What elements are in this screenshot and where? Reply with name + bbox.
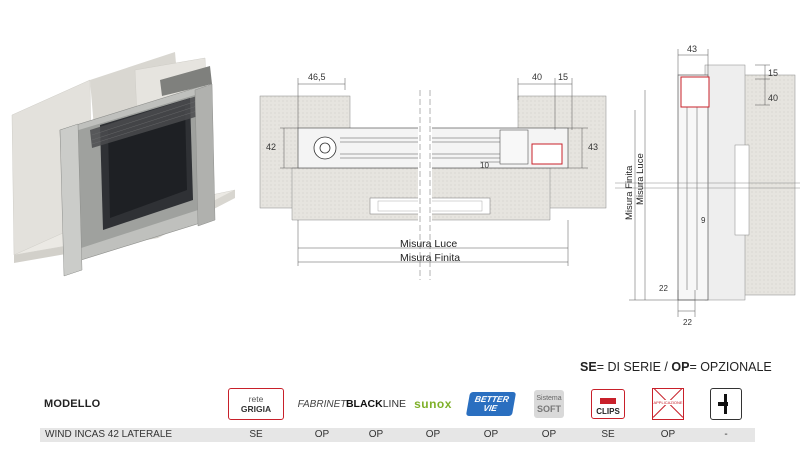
dim-inner-gap: 10 xyxy=(480,161,489,170)
dim-left-width: 46,5 xyxy=(308,72,326,82)
row-value-fabrinet: OP xyxy=(314,429,330,440)
rete-line1: rete xyxy=(248,394,264,404)
row-value-better-vie: OP xyxy=(483,429,499,440)
row-model-name: WIND INCAS 42 LATERALE xyxy=(45,429,173,440)
legend-se-text: = DI SERIE / xyxy=(596,360,672,374)
table-header-modello: MODELLO xyxy=(44,398,101,410)
soft-line1: Sistema xyxy=(536,395,562,402)
dim-left-height: 42 xyxy=(266,142,276,152)
dim-right-b: 15 xyxy=(558,72,568,82)
applicazione-text: APPLICAZIONE xyxy=(653,400,683,405)
row-value-sunox: OP xyxy=(425,429,441,440)
feature-applicazione-icon: APPLICAZIONE xyxy=(640,384,696,424)
legend-op-code: OP xyxy=(671,360,690,374)
fabrinet-text: FABRINET xyxy=(297,398,347,410)
dim-right-a: 40 xyxy=(532,72,542,82)
side-dim-h1: 15 xyxy=(768,68,778,78)
better-line2: VIE xyxy=(482,403,499,413)
side-dim-bottom-w: 22 xyxy=(683,318,692,327)
feature-maniglia-icon xyxy=(698,384,754,424)
feature-sunox-icon: sunox xyxy=(405,384,461,424)
blackline-light: LINE xyxy=(382,398,407,410)
label-misura-finita: Misura Finita xyxy=(400,252,460,264)
window-3d-render xyxy=(11,52,236,277)
row-value-maniglia: - xyxy=(724,429,728,440)
dim-right-height: 43 xyxy=(588,142,598,152)
row-value-rete-grigia: SE xyxy=(249,429,263,440)
side-dim-top-width: 43 xyxy=(687,44,697,54)
feature-sistema-soft-icon: Sistema SOFT xyxy=(521,384,577,424)
soft-line2: SOFT xyxy=(537,404,561,414)
legend-se-code: SE xyxy=(580,360,597,374)
legend-op-text: = OPZIONALE xyxy=(689,360,772,374)
legend: SE= DI SERIE / OP= OPZIONALE xyxy=(580,360,772,374)
row-value-sistema-soft: OP xyxy=(541,429,557,440)
sunox-text: sunox xyxy=(414,397,452,411)
feature-better-vie-icon: BETTER VIE xyxy=(463,384,519,424)
side-label-luce: Misura Luce xyxy=(635,153,646,205)
side-dim-h2: 40 xyxy=(768,93,778,103)
feature-rete-grigia-icon: rete GRIGIA xyxy=(228,384,284,424)
blackline-bold: BLACK xyxy=(345,398,383,410)
front-section-drawing: 46,5 40 15 42 43 10 Misura Luce Misura F… xyxy=(259,72,607,280)
side-label-finita: Misura Finita xyxy=(624,165,635,220)
feature-clips-icon: CLIPS xyxy=(580,384,636,424)
feature-fabrinet-icon: FABRINET xyxy=(292,384,352,424)
side-dim-bottom-h: 22 xyxy=(659,284,668,293)
label-misura-luce: Misura Luce xyxy=(400,238,457,250)
row-value-blackline: OP xyxy=(368,429,384,440)
side-dim-mid: 9 xyxy=(701,216,706,225)
row-value-clips: SE xyxy=(601,429,615,440)
table-row: WIND INCAS 42 LATERALE SE OP OP OP OP OP… xyxy=(40,428,755,442)
side-section-drawing: 43 15 40 9 22 22 Misura Finita Misura Lu… xyxy=(615,44,800,327)
clips-text: CLIPS xyxy=(596,407,620,416)
feature-blackline-icon: BLACKLINE xyxy=(345,384,407,424)
rete-line2: GRIGIA xyxy=(240,404,272,414)
row-value-applicazione: OP xyxy=(660,429,676,440)
